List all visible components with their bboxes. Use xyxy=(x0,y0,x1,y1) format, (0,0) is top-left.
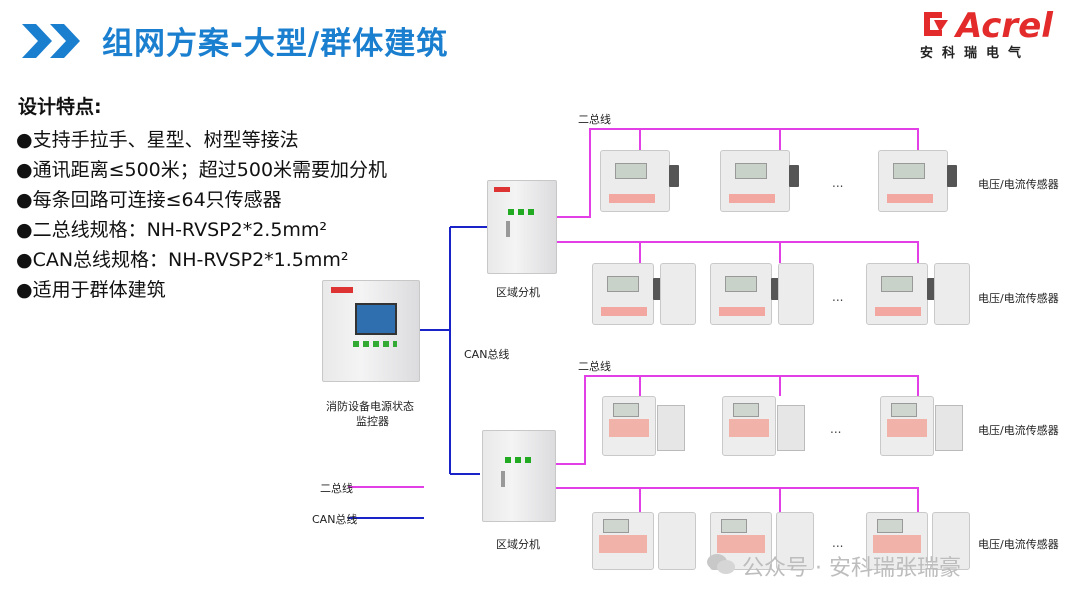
sensor-label: 电压/电流传感器 xyxy=(978,424,1059,437)
indicator-lights xyxy=(353,341,397,347)
sensor-device xyxy=(592,512,654,570)
sensor-device xyxy=(660,263,696,325)
monitor-cabinet xyxy=(322,280,420,382)
feature-item: ●支持手拉手、星型、树型等接法 xyxy=(16,129,299,151)
sensor-device xyxy=(778,263,814,325)
monitor-label-2: 监控器 xyxy=(356,415,389,428)
cabinet-handle xyxy=(501,471,505,487)
sensor-device xyxy=(878,150,957,212)
sensor-device xyxy=(710,512,772,570)
feature-item: ●通讯距离≤500米；超过500米需要加分机 xyxy=(16,159,388,181)
feature-item: ●每条回路可连接≤64只传感器 xyxy=(16,189,282,211)
sensor-device xyxy=(710,263,781,325)
sensor-device xyxy=(658,512,696,570)
brand-subtitle: 安科瑞电气 xyxy=(920,46,1031,61)
indicator-lights xyxy=(508,209,538,215)
feature-item: ●适用于群体建筑 xyxy=(16,279,166,301)
two-bus-label-lower: 二总线 xyxy=(578,360,611,373)
branch-cabinet-top xyxy=(487,180,557,274)
sensor-label: 电压/电流传感器 xyxy=(978,538,1059,551)
watermark-text: 公众号 · 安科瑞张瑞豪 xyxy=(742,556,961,581)
chevron-arrows-icon xyxy=(22,24,80,58)
legend-can-bus: CAN总线 xyxy=(312,513,358,526)
sensor-device xyxy=(934,263,970,325)
cabinet-handle xyxy=(506,221,510,237)
sensor-device xyxy=(592,263,663,325)
ellipsis: ... xyxy=(832,536,844,550)
ellipsis: ... xyxy=(832,176,844,190)
branch-label-top: 区域分机 xyxy=(496,286,540,299)
legend-two-bus: 二总线 xyxy=(320,482,353,495)
branch-cabinet-bottom xyxy=(482,430,556,522)
sensor-device xyxy=(866,263,937,325)
sensor-device xyxy=(866,512,928,570)
wechat-icon xyxy=(707,554,735,574)
monitor-label: 消防设备电源状态 xyxy=(326,400,414,413)
ellipsis: ... xyxy=(830,422,842,436)
sensor-device xyxy=(720,150,799,212)
indicator-lights xyxy=(505,457,535,463)
sensor-device xyxy=(722,396,805,456)
branch-label-bottom: 区域分机 xyxy=(496,538,540,551)
features-heading: 设计特点: xyxy=(18,96,102,118)
sensor-device xyxy=(932,512,970,570)
sensor-device xyxy=(776,512,814,570)
feature-item: ●CAN总线规格：NH-RVSP2*1.5mm² xyxy=(16,249,349,271)
can-bus-label: CAN总线 xyxy=(464,348,510,361)
feature-item: ●二总线规格：NH-RVSP2*2.5mm² xyxy=(16,219,328,241)
page-title: 组网方案-大型/群体建筑 xyxy=(102,26,449,62)
brand-logo-text: Acrel xyxy=(956,6,1053,46)
two-bus-label-top: 二总线 xyxy=(578,113,611,126)
sensor-device xyxy=(602,396,685,456)
acrel-logo-icon xyxy=(924,12,948,36)
sensor-label: 电压/电流传感器 xyxy=(978,178,1059,191)
cabinet-logo xyxy=(494,187,510,192)
sensor-device xyxy=(880,396,963,456)
monitor-screen xyxy=(355,303,397,335)
cabinet-logo xyxy=(331,287,353,293)
sensor-label: 电压/电流传感器 xyxy=(978,292,1059,305)
ellipsis: ... xyxy=(832,290,844,304)
sensor-device xyxy=(600,150,679,212)
